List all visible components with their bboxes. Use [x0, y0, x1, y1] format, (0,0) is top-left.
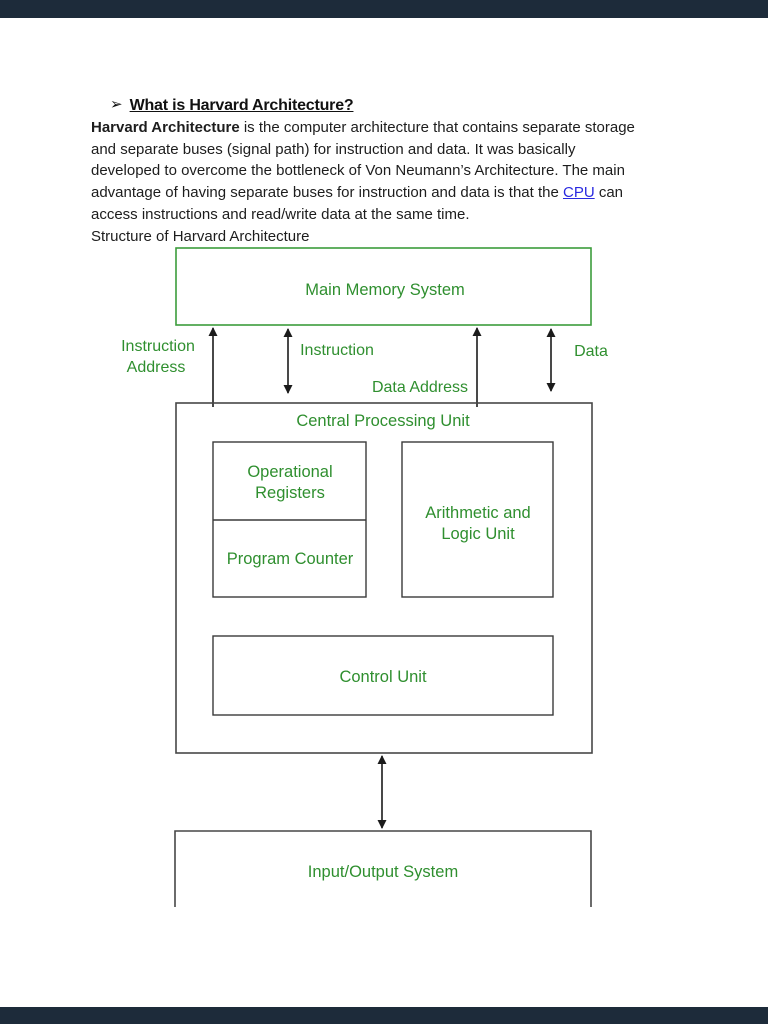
cpu-title: Central Processing Unit	[296, 412, 470, 430]
paragraph-text: advantage of having separate buses for i…	[91, 184, 563, 202]
bold-lead-text: Harvard Architecture	[91, 118, 240, 136]
arrow-bullet-icon: ➢	[110, 96, 123, 113]
paragraph-line: Harvard Architecture is the computer arc…	[91, 117, 711, 139]
alu-box	[401, 441, 554, 598]
alu-label: Arithmetic and	[425, 504, 530, 522]
section-heading: ➢ What is Harvard Architecture?	[110, 95, 711, 117]
instruction-address-label: Address	[127, 359, 186, 376]
cpu-link[interactable]: CPU	[562, 184, 595, 202]
paragraph-text: can	[594, 184, 624, 202]
paragraph-text: developed to overcome the bottleneck of …	[91, 162, 625, 180]
bottom-frame-bar	[0, 1007, 768, 1024]
paragraph-text: and separate buses (signal path) for ins…	[91, 140, 576, 158]
io-box	[174, 830, 592, 907]
instruction-address-label: Instruction	[121, 338, 195, 355]
paragraph-line: advantage of having separate buses for i…	[91, 182, 711, 204]
data-label: Data	[574, 343, 608, 360]
top-frame-bar	[0, 0, 768, 18]
io-label: Input/Output System	[308, 863, 458, 881]
main-memory-box	[175, 247, 592, 326]
paragraph-text: is the computer architecture that contai…	[239, 118, 635, 136]
instruction-label: Instruction	[300, 342, 374, 359]
program-counter-label: Program Counter	[227, 550, 354, 568]
data-address-label: Data Address	[372, 379, 468, 396]
diagram-caption: Structure of Harvard Architecture	[91, 226, 711, 248]
paragraph-line: and separate buses (signal path) for ins…	[91, 139, 711, 161]
control-unit-label: Control Unit	[339, 668, 427, 686]
control-unit-box	[212, 635, 554, 716]
paragraph-text: access instructions and read/write data …	[91, 205, 470, 223]
operational-registers-label: Operational	[247, 463, 332, 481]
operational-registers-label: Registers	[255, 484, 325, 502]
paragraph-line: developed to overcome the bottleneck of …	[91, 160, 711, 182]
diagram-caption-text: Structure of Harvard Architecture	[91, 227, 310, 245]
paragraph-line: access instructions and read/write data …	[91, 204, 711, 226]
alu-label: Logic Unit	[441, 525, 515, 543]
cpu-box	[175, 402, 593, 754]
section-heading-text: What is Harvard Architecture?	[129, 97, 354, 114]
article-text: ➢ What is Harvard Architecture? Harvard A…	[91, 95, 711, 248]
main-memory-label: Main Memory System	[305, 281, 465, 299]
